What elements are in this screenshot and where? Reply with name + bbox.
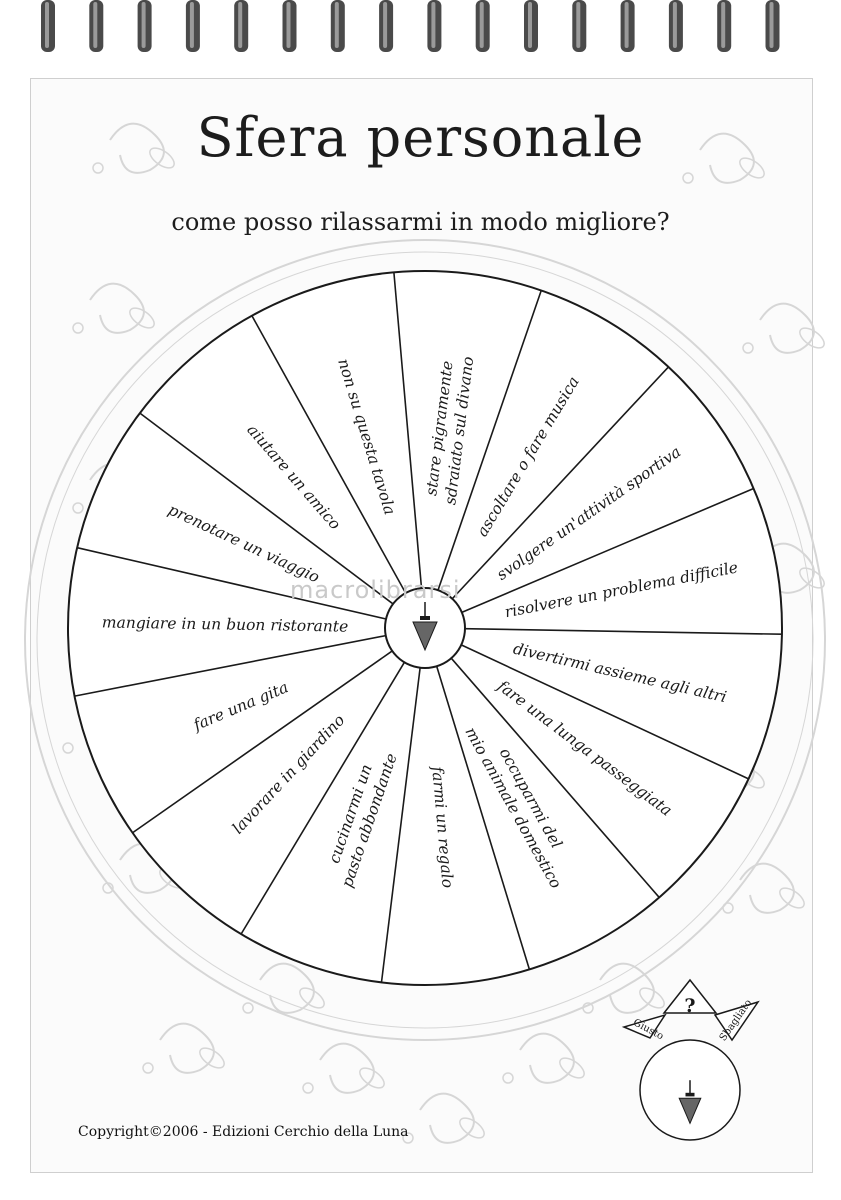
wheel-divider — [380, 667, 421, 983]
wheel-divider — [460, 644, 749, 780]
ornament-swirl — [739, 862, 795, 914]
copyright-text: Copyright©2006 - Edizioni Cerchio della … — [78, 1124, 409, 1140]
wheel-segment-text: mangiare in un buon ristorante — [102, 613, 349, 635]
binding-ring-highlight — [721, 2, 726, 48]
binding-ring-highlight — [383, 2, 388, 48]
wheel-divider — [435, 666, 531, 970]
wheel-divider — [450, 657, 660, 898]
ornament-leaf — [799, 327, 825, 349]
ornament-leaf — [639, 987, 665, 1009]
ornament-berry — [402, 1132, 414, 1144]
ornament-leaf — [459, 1117, 485, 1139]
wheel-divider — [240, 661, 406, 935]
ornament-leaf — [799, 567, 825, 589]
ornament-berry — [502, 1072, 514, 1084]
ornament-berry — [72, 322, 84, 334]
legend-right-point — [713, 1000, 760, 1042]
legend-left-point — [621, 1013, 667, 1039]
wheel-divider — [74, 634, 386, 697]
ornament-swirl — [519, 1032, 575, 1084]
wheel-divider — [251, 315, 407, 594]
ornament-swirl — [319, 1042, 375, 1094]
page-title: Sfera personale — [196, 106, 645, 169]
pendulum-icon — [412, 621, 438, 652]
binding-ring-highlight — [189, 2, 194, 48]
ornament-leaf — [199, 1047, 225, 1069]
pendulum-icon — [678, 1097, 702, 1125]
wheel-divider — [132, 650, 393, 834]
ornament-swirl — [599, 962, 655, 1014]
ornament-leaf — [359, 1067, 385, 1089]
ornament-berry — [722, 902, 734, 914]
legend-question-mark: ? — [684, 995, 695, 1017]
binding-ring-highlight — [576, 2, 581, 48]
ornament-leaf — [779, 887, 805, 909]
ornament-swirl — [89, 282, 145, 334]
ornament-leaf — [129, 307, 155, 329]
legend-center-point — [662, 978, 718, 1014]
ornament-swirl — [109, 122, 165, 174]
wheel-divider — [461, 487, 754, 614]
wheel-divider — [464, 627, 782, 636]
ornament-berry — [92, 162, 104, 174]
binding-ring-highlight — [141, 2, 146, 48]
page-subtitle: come posso rilassarmi in modo migliore? — [171, 208, 670, 236]
spiral-binding — [41, 0, 780, 52]
ornament-swirl — [699, 132, 755, 184]
wheel-divider — [393, 272, 423, 589]
binding-ring-highlight — [769, 2, 774, 48]
pendulum-cap — [685, 1092, 695, 1097]
wheel-segment-label: mangiare in un buon ristorante — [102, 613, 349, 635]
binding-ring-highlight — [431, 2, 436, 48]
binding-ring-highlight — [45, 2, 49, 48]
binding-ring-highlight — [528, 2, 532, 48]
ornament-berry — [742, 342, 754, 354]
ornament-berry — [682, 172, 694, 184]
ornament-leaf — [299, 987, 325, 1009]
ornament-berry — [102, 882, 114, 894]
binding-ring-highlight — [93, 2, 98, 48]
binding-ring-highlight — [479, 2, 484, 48]
pendulum-cap — [420, 616, 430, 620]
ornament-circle — [36, 251, 814, 1029]
binding-ring-highlight — [286, 2, 291, 48]
binding-ring-highlight — [238, 2, 243, 48]
ornament-leaf — [149, 147, 175, 169]
ornament-berry — [62, 742, 74, 754]
ornament-leaf — [739, 157, 765, 179]
binding-ring-highlight — [624, 2, 629, 48]
ornament-berry — [582, 1002, 594, 1014]
ornament-berry — [72, 502, 84, 514]
ornament-berry — [302, 1082, 314, 1094]
ornament-swirl — [159, 1022, 215, 1074]
ornament-swirl — [259, 962, 315, 1014]
ornament-berry — [142, 1062, 154, 1074]
binding-ring-highlight — [672, 2, 677, 48]
ornament-berry — [242, 1002, 254, 1014]
ornament-circle — [24, 239, 826, 1041]
ornament-swirl — [759, 302, 815, 354]
wheel-divider — [437, 290, 542, 591]
ornament-swirl — [419, 1092, 475, 1144]
wheel-divider — [451, 366, 670, 600]
wheel-divider — [76, 546, 387, 620]
wheel-divider — [139, 412, 394, 605]
ornament-leaf — [559, 1057, 585, 1079]
binding-ring-highlight — [334, 2, 339, 48]
watermark-text: macrolibrarsi — [290, 576, 461, 604]
